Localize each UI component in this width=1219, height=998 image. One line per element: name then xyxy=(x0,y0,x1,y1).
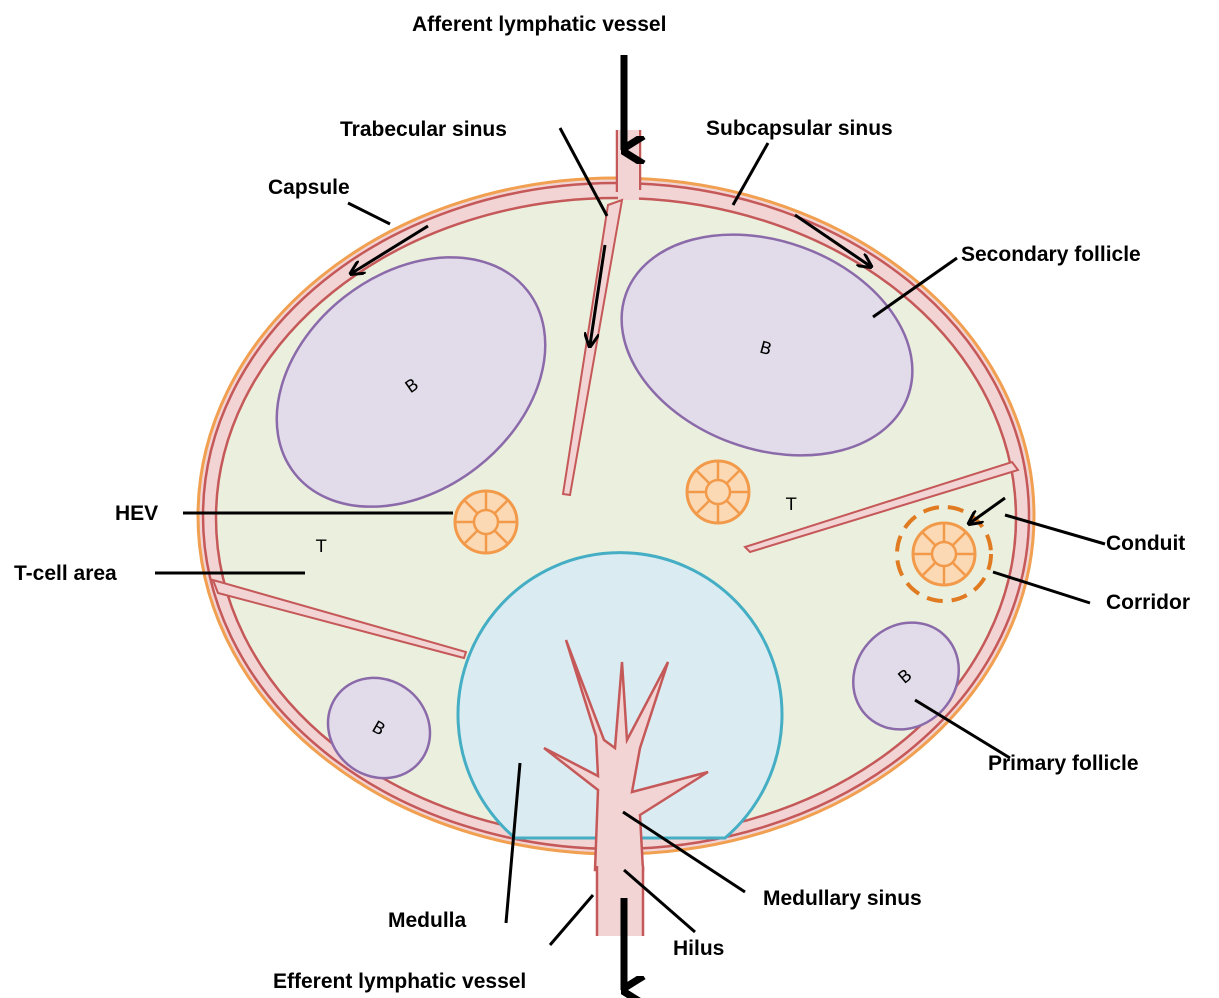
hev-icon xyxy=(455,491,517,553)
efferent-label: Efferent lymphatic vessel xyxy=(273,970,526,993)
hev-label: HEV xyxy=(115,502,158,525)
capsule-pointer xyxy=(348,203,390,224)
afferent-label: Afferent lymphatic vessel xyxy=(412,13,666,36)
trabecular-sinus-label: Trabecular sinus xyxy=(340,118,507,141)
primary-follicle-label: Primary follicle xyxy=(988,752,1139,775)
conduit-label: Conduit xyxy=(1106,532,1185,555)
hev-icon xyxy=(687,461,749,523)
medulla-label: Medulla xyxy=(388,909,466,932)
capsule-label: Capsule xyxy=(268,176,350,199)
corridor-label: Corridor xyxy=(1106,591,1190,614)
t-label: T xyxy=(315,537,327,557)
hilus-label: Hilus xyxy=(673,937,724,960)
secondary-follicle-label: Secondary follicle xyxy=(961,243,1141,266)
efferent-pointer xyxy=(550,895,593,945)
t-cell-area-label: T-cell area xyxy=(14,562,117,585)
t-label: T xyxy=(785,495,797,515)
medullary-sinus-label: Medullary sinus xyxy=(763,887,922,910)
efferent-vessel xyxy=(597,866,643,936)
subcapsular-sinus-label: Subcapsular sinus xyxy=(706,117,893,140)
